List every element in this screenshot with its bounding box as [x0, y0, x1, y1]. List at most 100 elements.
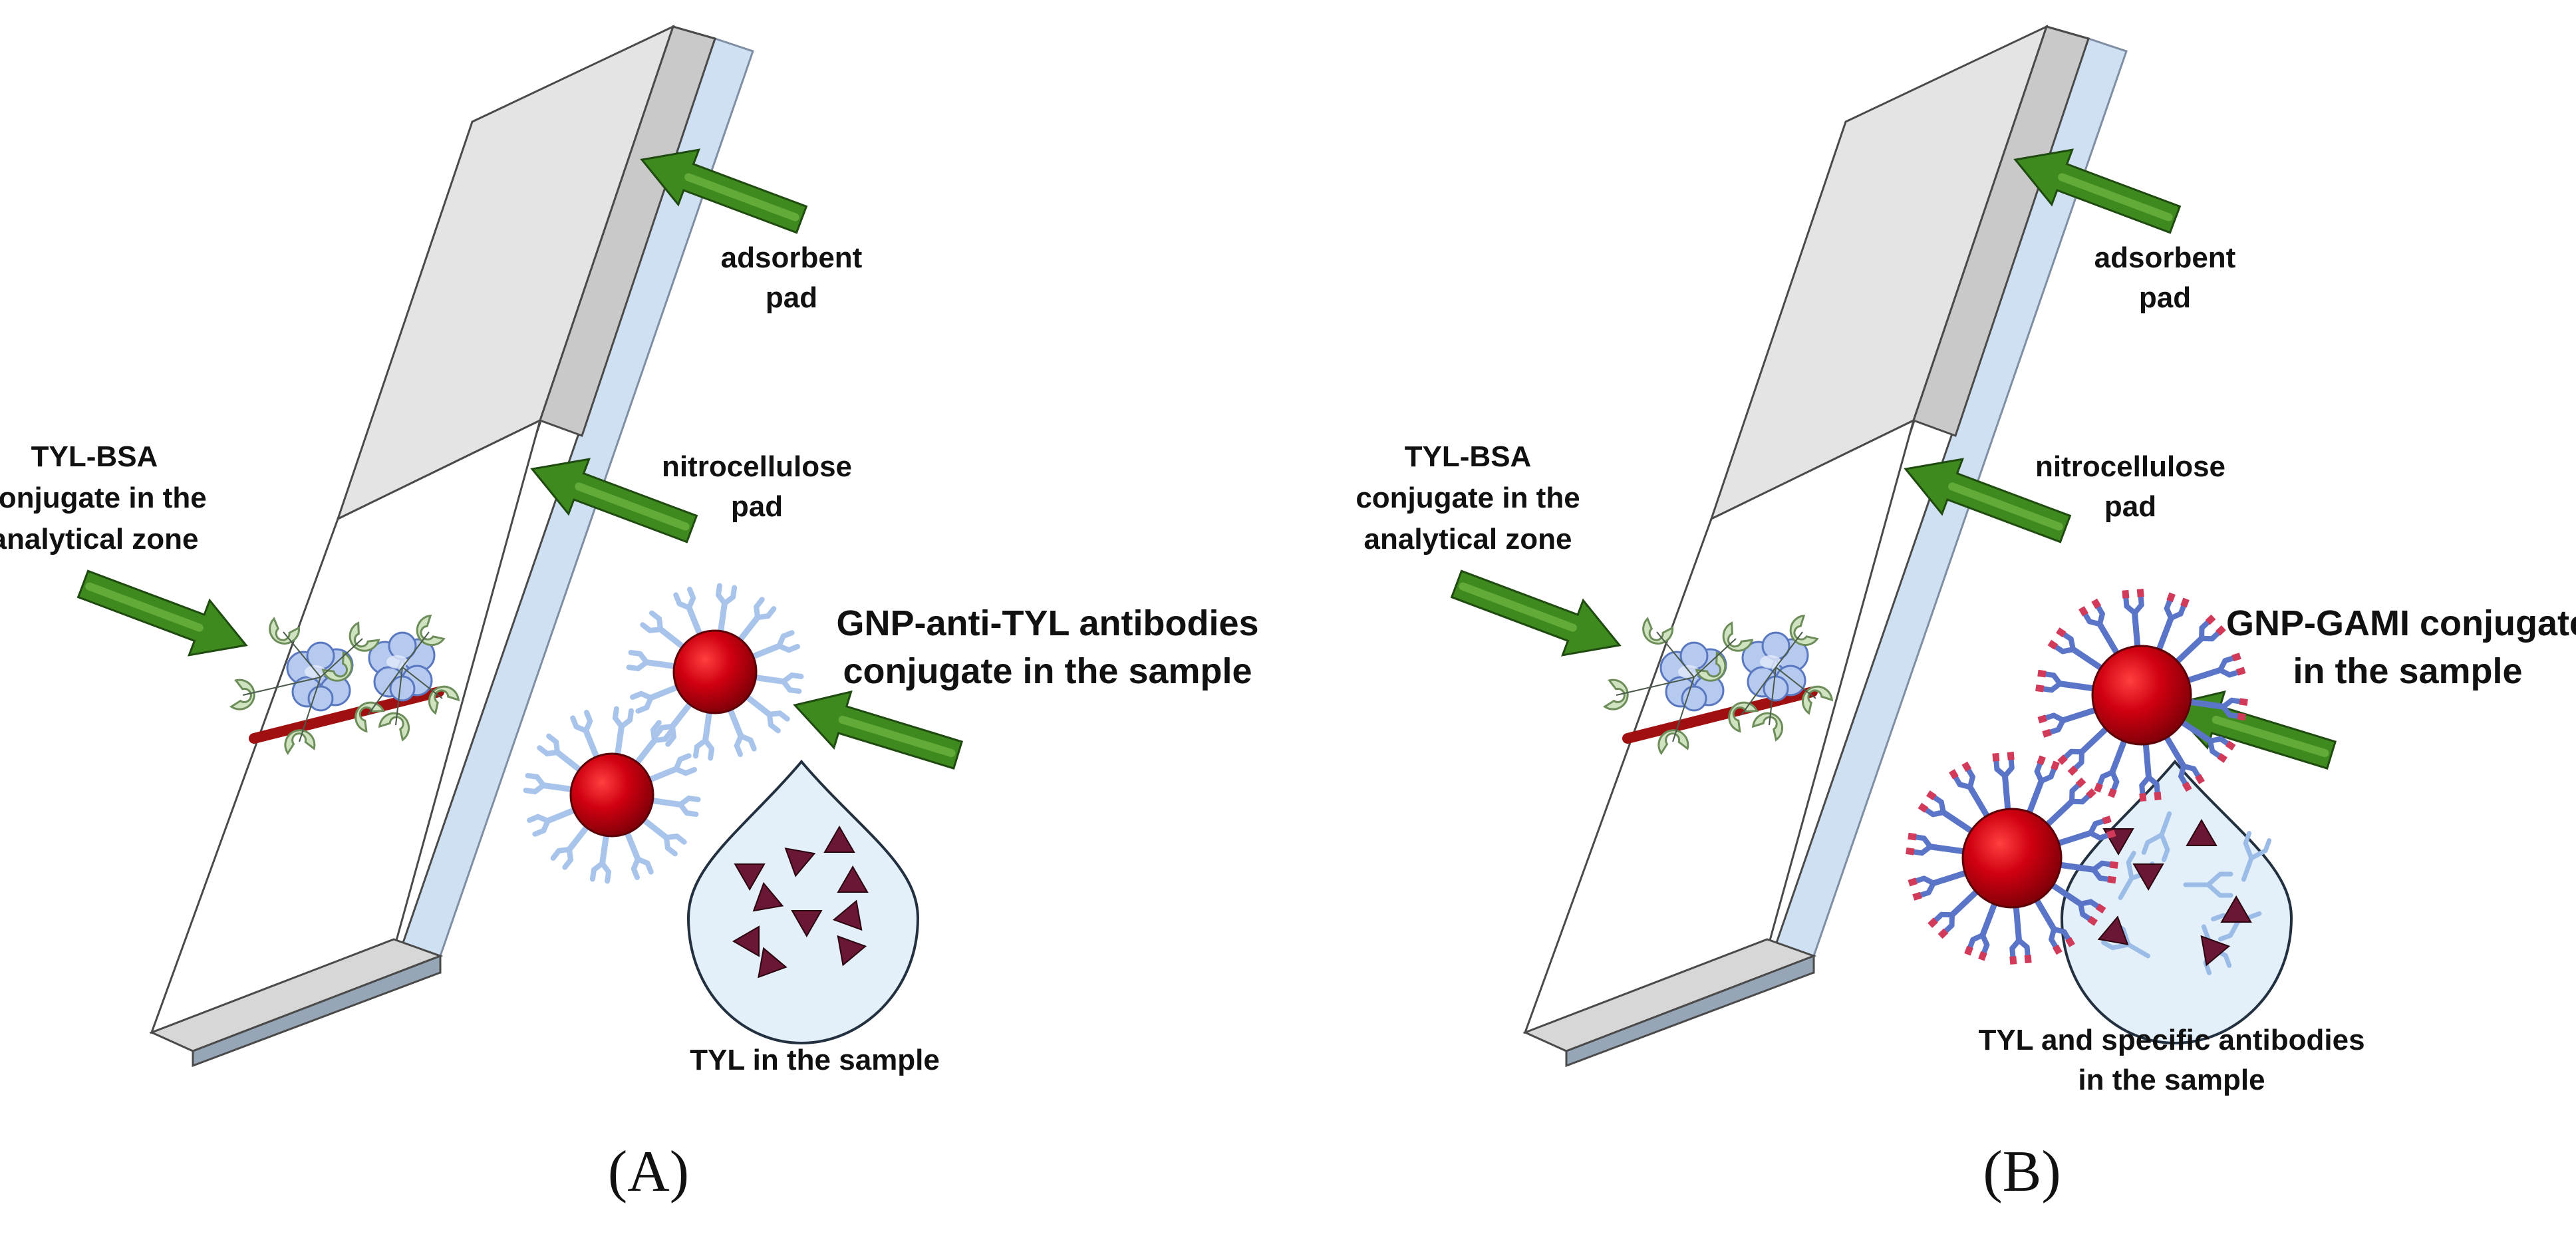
- antibody-icon: [2047, 627, 2106, 673]
- antibody-icon: [1908, 869, 1971, 901]
- tyl-hapten-icon: [229, 679, 255, 710]
- tyl-molecule-icon: [784, 848, 816, 877]
- tyl-molecule-icon: [732, 925, 760, 957]
- antibody-icon: [2155, 592, 2190, 655]
- absorbent-pad-label-line: pad: [766, 281, 817, 314]
- absorbent-pad-label-line: pad: [2139, 281, 2191, 314]
- tyl-molecule-icon: [2200, 935, 2231, 967]
- conjugate-label-line: conjugate in the sample: [843, 651, 1252, 691]
- antibody-icon: [653, 699, 694, 747]
- antibody-icon: [2184, 697, 2248, 721]
- sample-label: TYL in the sample: [690, 1044, 940, 1076]
- antibody-icon: [2094, 735, 2128, 798]
- panel-label: (B): [1983, 1140, 2061, 1204]
- antibody-icon: [626, 649, 680, 672]
- tyl-hapten-icon: [269, 617, 301, 645]
- nitrocellulose-arrow: [530, 458, 698, 543]
- conjugate-label: GNP-anti-TYL antibodies conjugate in the …: [836, 603, 1258, 691]
- antibody-icon: [715, 583, 738, 637]
- conjugate-label-line: GNP-anti-TYL antibodies: [836, 603, 1258, 643]
- antibody-icon: [2183, 653, 2246, 685]
- gold-nanoparticle: [2091, 645, 2192, 746]
- antibody-icon: [527, 806, 579, 837]
- sample-label: TYL and specific antibodies in the sample: [1978, 1024, 2364, 1096]
- antibody-icon: [2162, 732, 2205, 792]
- nitrocellulose-label-line: nitrocellulose: [662, 450, 852, 483]
- tyl-molecule-icon: [832, 899, 863, 931]
- free-antibody-icon: [2241, 831, 2272, 882]
- analytical-zone-arrow: [1450, 569, 1622, 657]
- antibody-icon: [630, 683, 682, 714]
- analytical-zone-label-line: TYL-BSA: [31, 440, 158, 473]
- antibody-icon: [644, 753, 697, 784]
- tyl-hapten-icon: [1695, 651, 1727, 682]
- analytical-zone: [229, 614, 460, 755]
- antibody-icon: [736, 597, 777, 645]
- antibody-icon: [748, 630, 800, 661]
- sample-pad-edge: [192, 954, 442, 1068]
- sample-label-line: TYL in the sample: [690, 1044, 940, 1076]
- absorbent-pad-arrow: [2013, 148, 2182, 234]
- gnp-conjugate-2: [523, 706, 701, 884]
- antibody-icon: [673, 587, 704, 639]
- absorbent-pad-side: [539, 25, 716, 437]
- nitrocellulose-label-line: pad: [2104, 490, 2156, 523]
- drop-outline: [686, 759, 920, 1045]
- antibody-icon: [623, 828, 654, 880]
- tyl-molecule-icon: [823, 826, 855, 853]
- sample-label-line: TYL and specific antibodies: [1978, 1024, 2364, 1056]
- conjugate-arrow: [793, 690, 964, 770]
- analytical-zone-label-line: analytical zone: [1363, 523, 1572, 555]
- sample-label-line: in the sample: [2078, 1064, 2265, 1096]
- sample-pad-edge: [1565, 954, 1815, 1068]
- free-antibody-icon: [2101, 921, 2150, 959]
- tyl-molecule-icon: [734, 863, 766, 891]
- free-antibody-icon: [2141, 811, 2172, 862]
- antibody-icon: [2057, 724, 2111, 776]
- tyl-hapten-icon: [1801, 685, 1834, 715]
- absorbent-pad-arrow: [640, 148, 808, 234]
- analytical-zone: [1603, 614, 1834, 755]
- gnp-conjugate-2: [1906, 752, 2118, 965]
- tyl-molecule-icon: [837, 935, 867, 967]
- tyl-molecule-icon: [752, 881, 784, 912]
- antibody-icon: [742, 693, 790, 734]
- antibody-icon: [2043, 777, 2096, 830]
- conjugate-label-line: in the sample: [2293, 651, 2522, 691]
- absorbent-pad-side: [1912, 25, 2090, 437]
- absorbent-pad-label-line: adsorbent: [721, 241, 863, 274]
- tyl-hapten-icon: [349, 621, 380, 652]
- tyl-hapten-icon: [1728, 701, 1759, 733]
- tyl-hapten-icon: [1722, 621, 1754, 652]
- antibody-icon: [726, 704, 757, 757]
- gnp-conjugate-1: [626, 583, 804, 761]
- gold-nanoparticle: [569, 752, 654, 838]
- absorbent-pad-label: adsorbent pad: [721, 241, 863, 314]
- tyl-molecule-icon: [758, 947, 787, 979]
- antibody-icon: [750, 672, 804, 694]
- tyl-hapten-icon: [1751, 712, 1784, 742]
- tyl-hapten-icon: [321, 651, 353, 682]
- antibody-icon: [2009, 901, 2032, 965]
- tyl-molecule-icon: [2220, 895, 2252, 923]
- antibody-icon: [1918, 790, 1977, 836]
- antibody-icon: [523, 772, 577, 795]
- nitrocellulose-label: nitrocellulose pad: [2035, 450, 2225, 523]
- test-strip: [149, 25, 754, 1068]
- antibody-icon: [2139, 738, 2162, 802]
- analytical-zone-label-line: analytical zone: [0, 523, 199, 555]
- antibody-icon: [1992, 752, 2015, 815]
- antibody-icon: [1964, 898, 1999, 961]
- tyl-molecule-icon: [2186, 819, 2218, 846]
- free-antibody-icon: [2183, 871, 2233, 898]
- antibody-icon: [2035, 669, 2099, 693]
- tyl-hapten-icon: [1642, 617, 1674, 645]
- tyl-molecule-icon: [791, 909, 823, 938]
- antibody-icon: [639, 816, 687, 857]
- nitrocellulose-label-line: nitrocellulose: [2035, 450, 2225, 483]
